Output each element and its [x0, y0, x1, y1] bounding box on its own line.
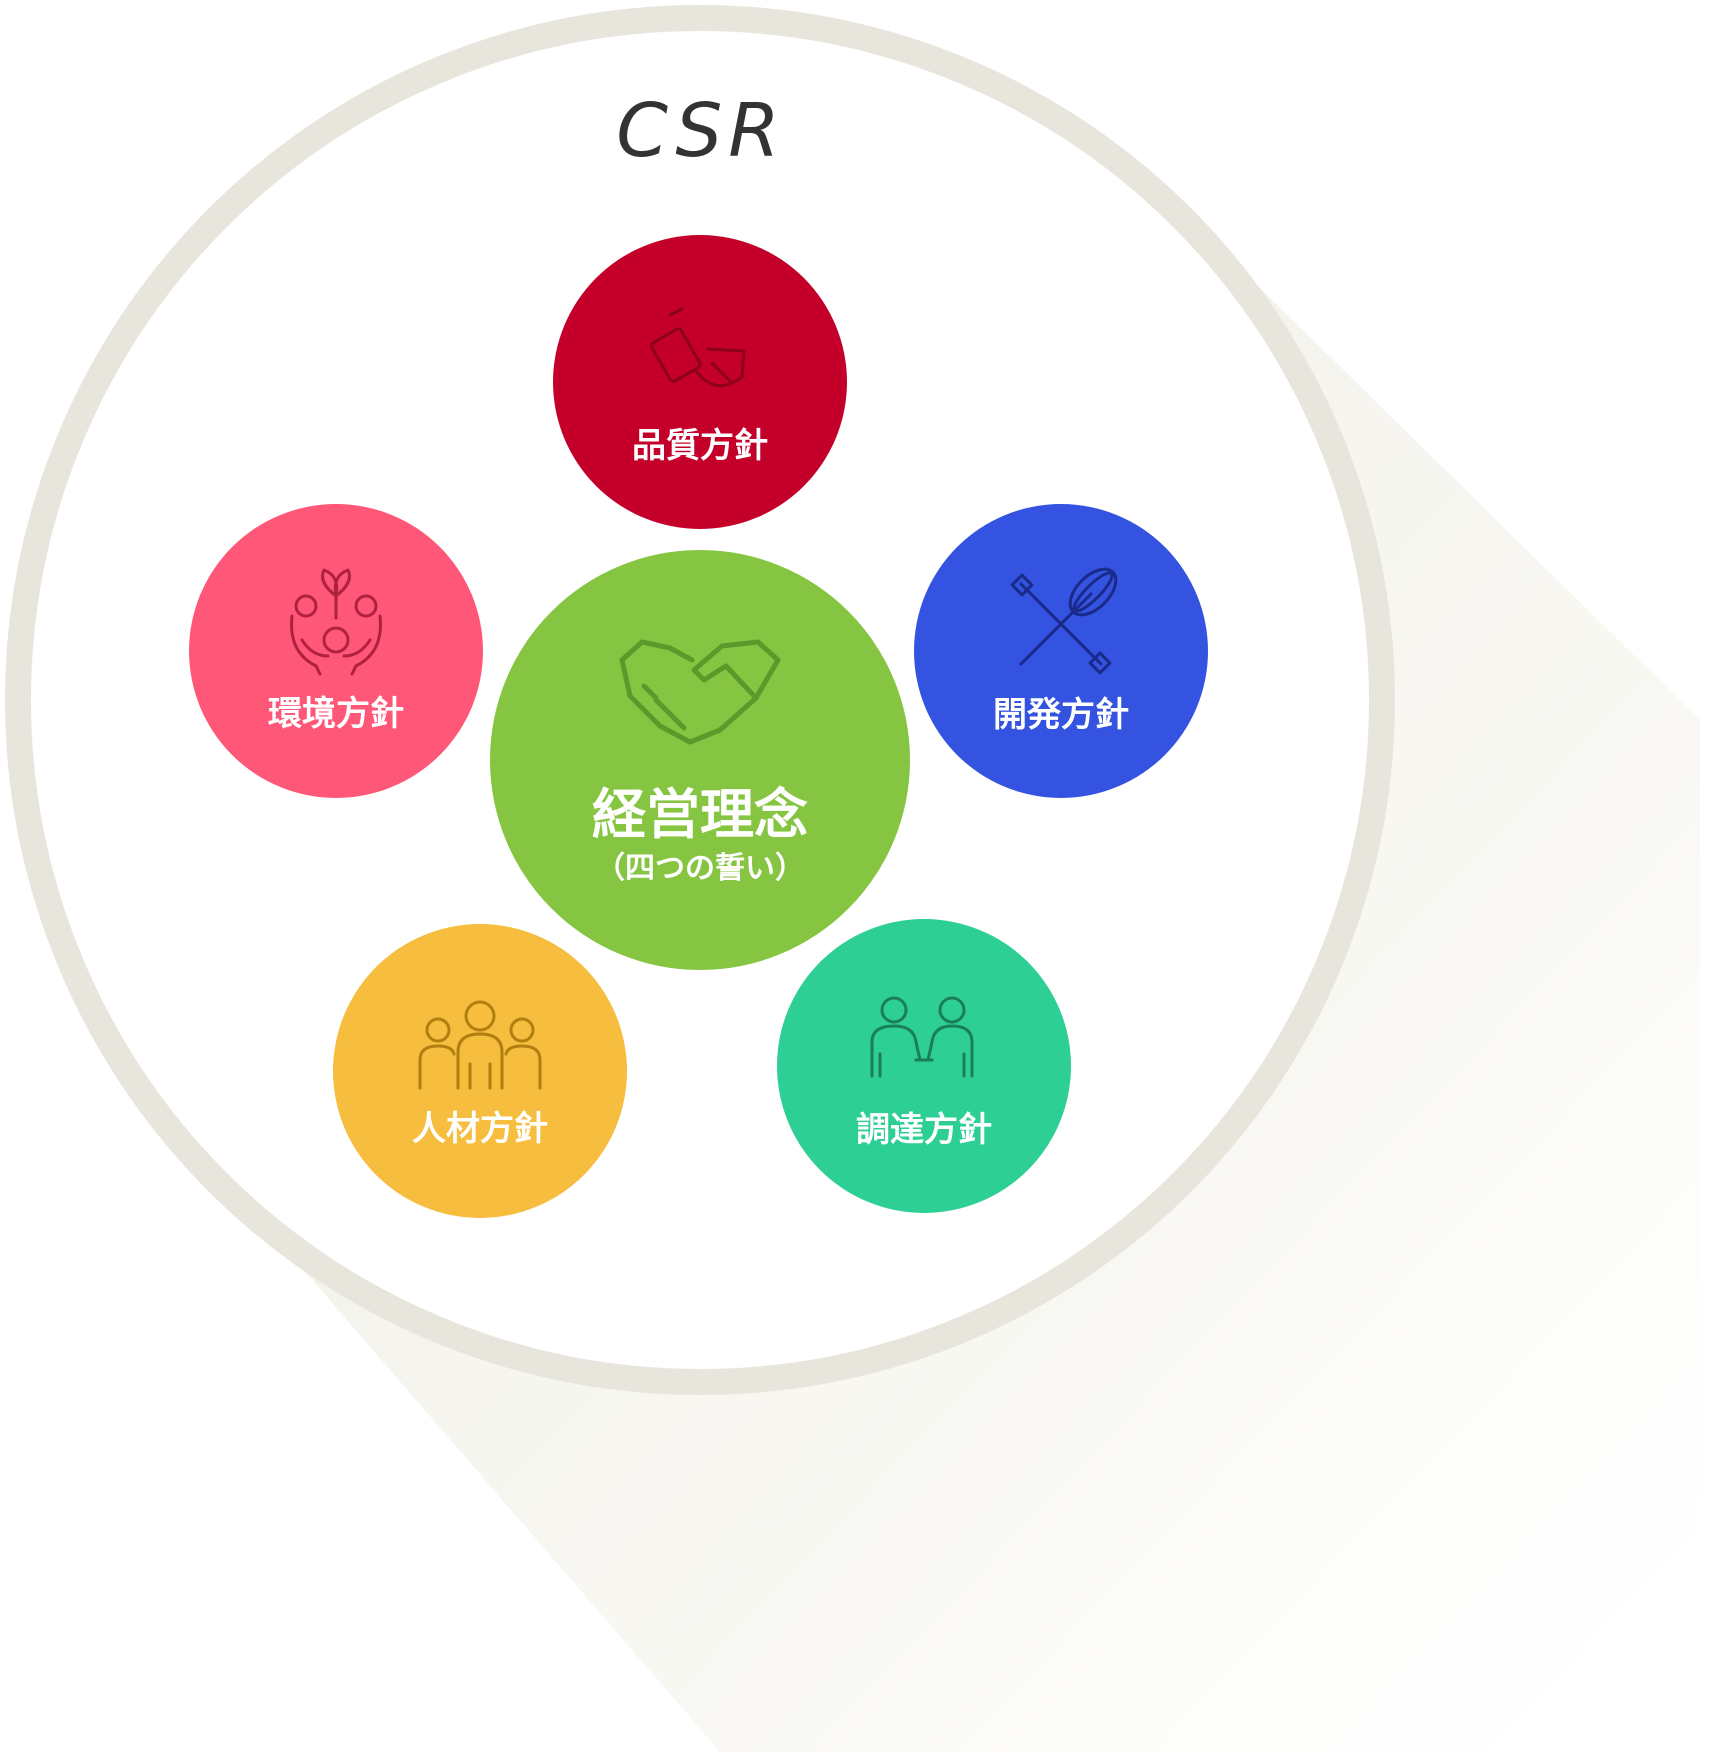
two-people-meeting-icon	[870, 996, 974, 1078]
quality-policy-label: 品質方針	[632, 426, 768, 466]
environment-policy-label: 環境方針	[268, 694, 404, 734]
procurement-policy-circle	[777, 919, 1071, 1213]
human-resources-policy-circle	[333, 924, 627, 1218]
center-label: 経営理念	[592, 783, 808, 846]
handshake-icon	[619, 639, 781, 745]
human-resources-policy-label: 人材方針	[412, 1109, 548, 1149]
center-sublabel: （四つの誓い）	[595, 851, 805, 886]
development-policy-label: 開発方針	[993, 695, 1129, 735]
development-policy-circle	[914, 504, 1208, 798]
center-circle	[490, 550, 910, 970]
rolling-pin-whisk-icon	[1010, 567, 1118, 675]
quality-policy-circle	[553, 235, 847, 529]
cooking-pot-icon	[650, 307, 746, 388]
diagram-title: CSR	[616, 88, 786, 174]
procurement-policy-label: 調達方針	[856, 1110, 992, 1150]
hands-holding-plant-icon	[290, 568, 382, 676]
group-people-icon	[418, 1000, 542, 1090]
